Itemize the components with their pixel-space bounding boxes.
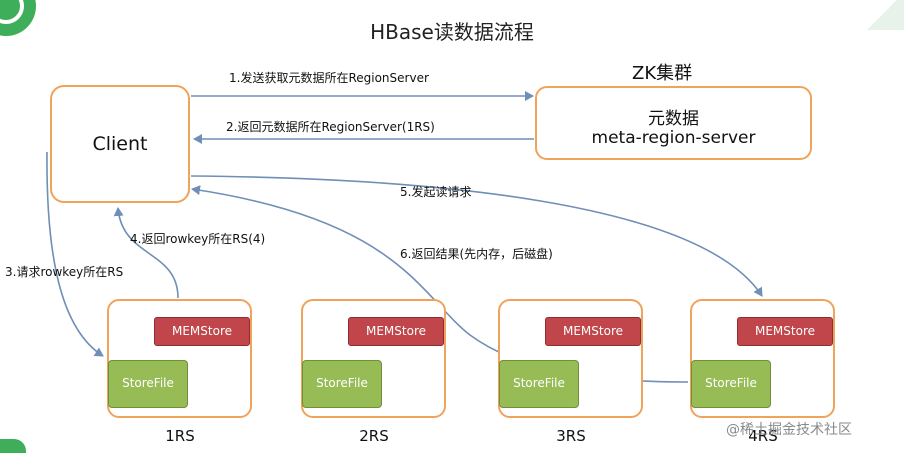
corner-decoration-right: [860, 0, 904, 30]
metadata-box: 元数据 meta-region-server: [535, 86, 812, 160]
memstore-block: MEMStore: [348, 317, 444, 346]
step-5-label: 5.发起读请求: [400, 185, 472, 199]
diagram-title: HBase读数据流程: [370, 20, 534, 44]
region-server-3: MEMStore StoreFile: [498, 299, 643, 418]
step-3-label: 3.请求rowkey所在RS: [5, 265, 124, 279]
region-server-2-label: 2RS: [359, 427, 389, 445]
step-2-label: 2.返回元数据所在RegionServer(1RS): [226, 120, 435, 134]
arrow-step-5: [190, 175, 763, 297]
storefile-block: StoreFile: [108, 360, 188, 408]
storefile-block: StoreFile: [691, 360, 771, 408]
region-server-1-label: 1RS: [165, 427, 195, 445]
corner-decoration-bottom: [0, 439, 26, 453]
memstore-block: MEMStore: [737, 317, 833, 346]
region-server-4: MEMStore StoreFile: [690, 299, 835, 418]
region-server-2: MEMStore StoreFile: [301, 299, 446, 418]
client-label: Client: [92, 133, 148, 155]
watermark: @稀土掘金技术社区: [726, 422, 852, 438]
memstore-block: MEMStore: [545, 317, 641, 346]
corner-decoration-ring: [0, 0, 24, 24]
arrow-step-4: [113, 207, 179, 299]
step-1-label: 1.发送获取元数据所在RegionServer: [229, 71, 429, 85]
region-server-1: MEMStore StoreFile: [107, 299, 252, 418]
storefile-block: StoreFile: [302, 360, 382, 408]
memstore-block: MEMStore: [154, 317, 250, 346]
storefile-block: StoreFile: [499, 360, 579, 408]
client-box: Client: [50, 85, 190, 203]
step-4-label: 4.返回rowkey所在RS(4): [130, 232, 266, 246]
arrow-step-3: [46, 151, 104, 357]
step-6-label: 6.返回结果(先内存，后磁盘): [400, 247, 553, 261]
meta-region-server-label: meta-region-server: [591, 128, 756, 148]
zk-cluster-label: ZK集群: [632, 63, 693, 84]
region-server-3-label: 3RS: [556, 427, 586, 445]
region-server-4-label: 4RS: [748, 427, 778, 445]
metadata-title: 元数据: [648, 109, 699, 129]
